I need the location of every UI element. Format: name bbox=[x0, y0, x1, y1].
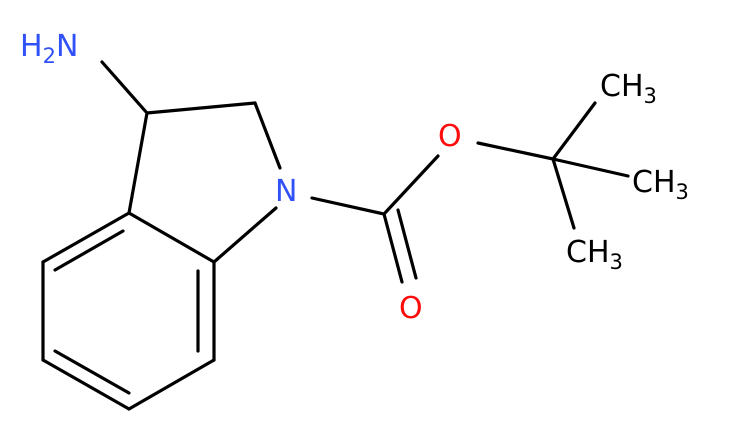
carbonyl-oxygen-label: O bbox=[399, 291, 423, 326]
bond-c3a-c4 bbox=[41, 211, 131, 264]
bond-carbonyl-double-2 bbox=[396, 208, 418, 280]
methyl-bottom-subscript: 3 bbox=[610, 250, 623, 274]
bond-carbonyl-c-ether-o bbox=[382, 154, 440, 216]
bond-n1-carbonyl-c bbox=[310, 196, 386, 216]
bond-c2-n1 bbox=[253, 101, 282, 170]
methyl-top-subscript: 3 bbox=[644, 84, 657, 108]
bond-c4-c4-inner bbox=[53, 229, 125, 272]
bond-c3a-c3 bbox=[127, 111, 149, 215]
methyl-top-main: CH bbox=[600, 69, 644, 104]
ether-oxygen-label: O bbox=[438, 119, 462, 154]
bond-quaternary-c-methyl-top bbox=[551, 101, 597, 161]
amine-label-n: N bbox=[56, 29, 78, 64]
bond-c5-c6 bbox=[41, 358, 131, 411]
bond-lines bbox=[41, 60, 630, 411]
bond-quaternary-c-methyl-bottom bbox=[551, 157, 576, 230]
amine-label: H2N bbox=[20, 29, 78, 68]
bond-c5-c6-inner bbox=[53, 349, 131, 395]
methyl-top-label: CH3 bbox=[600, 69, 657, 108]
methyl-right-subscript: 3 bbox=[676, 180, 689, 204]
ring-nitrogen-label: N bbox=[275, 174, 297, 209]
bond-quaternary-c-methyl-right bbox=[551, 157, 630, 178]
bond-c6-c7 bbox=[127, 358, 216, 411]
bond-c7a-n1 bbox=[212, 206, 278, 264]
amine-label-h: H bbox=[20, 29, 43, 64]
bond-c3-nh2 bbox=[100, 60, 149, 115]
bond-c3-c2 bbox=[145, 101, 257, 115]
methyl-right-main: CH bbox=[632, 165, 676, 200]
bond-c7a-c3a bbox=[127, 211, 216, 264]
atom-labels: H2N N O O CH3 CH3 CH3 bbox=[20, 29, 689, 326]
methyl-right-label: CH3 bbox=[632, 165, 689, 204]
methyl-bottom-main: CH bbox=[566, 235, 610, 270]
methyl-bottom-label: CH3 bbox=[566, 235, 623, 274]
bond-ether-o-quaternary-c bbox=[476, 141, 555, 161]
amine-label-subscript: 2 bbox=[43, 44, 56, 68]
bond-carbonyl-double-1 bbox=[382, 212, 404, 284]
